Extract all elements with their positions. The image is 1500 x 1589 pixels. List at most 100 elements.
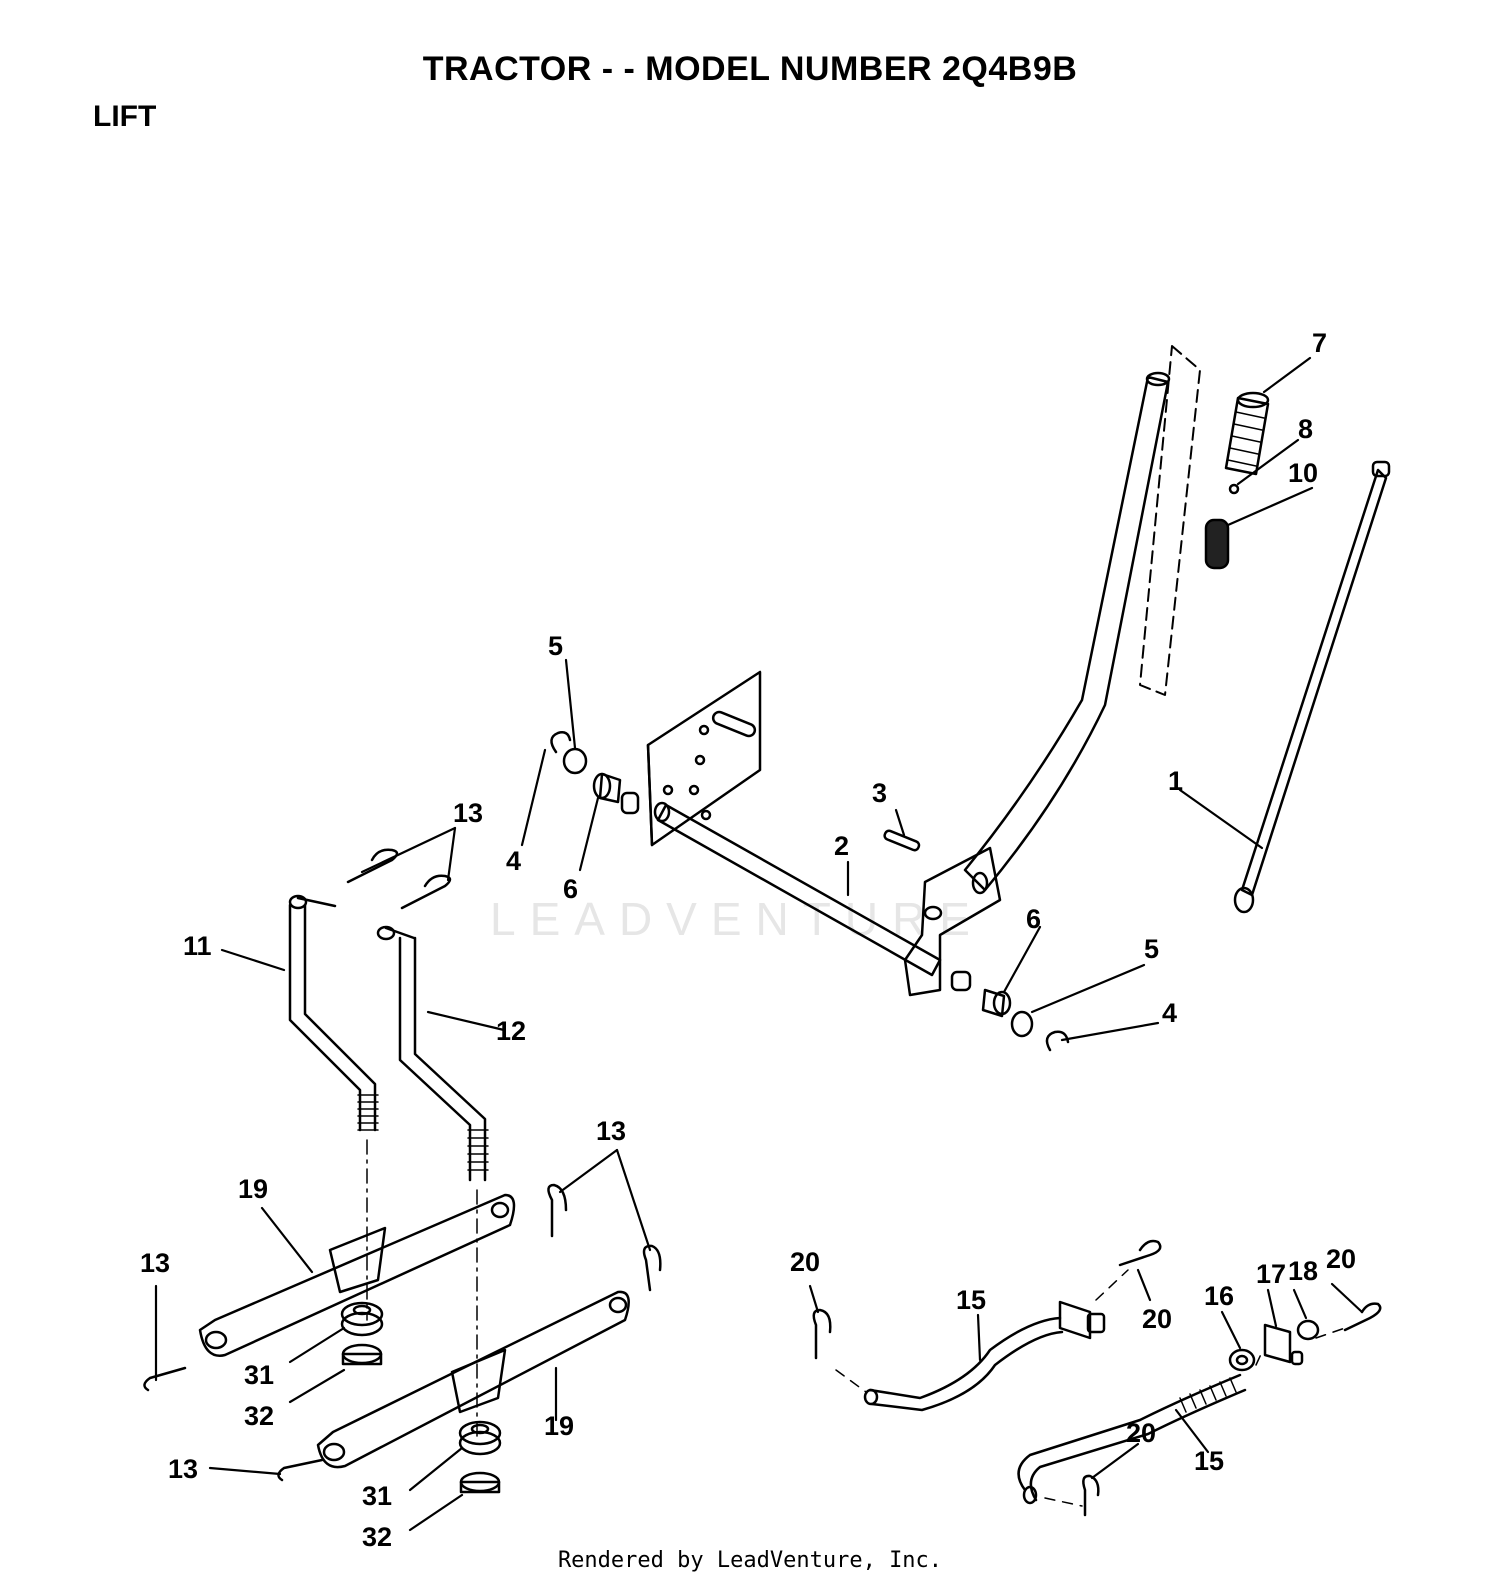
nut-32-right-top [459, 1471, 501, 1493]
callout-7: 7 [1312, 328, 1327, 358]
spring [1204, 518, 1230, 570]
washer-left [562, 747, 588, 775]
nut-18 [1296, 1319, 1320, 1341]
callout-15-lower: 15 [1194, 1446, 1224, 1476]
callout-13-top: 13 [453, 798, 483, 828]
callout-15-upper: 15 [956, 1285, 986, 1315]
part-8 [1228, 483, 1240, 495]
plate-hole [694, 754, 706, 766]
callout-1: 1 [1168, 766, 1183, 796]
arm-lower-hole [322, 1442, 346, 1462]
callout-20-left: 20 [790, 1247, 820, 1277]
arm-upper-hole [490, 1201, 510, 1219]
callout-4-right: 4 [1162, 998, 1177, 1028]
arm-lower-boss [450, 1348, 507, 1414]
nut-32-left [341, 1352, 383, 1366]
link-11-thread [357, 1094, 379, 1131]
leader-lines [154, 356, 1364, 1532]
rod-top [1371, 460, 1391, 478]
nut-16-hole [1235, 1354, 1249, 1366]
hairpin-13-f [277, 1458, 324, 1482]
callout-17: 17 [1256, 1259, 1286, 1289]
lift-arm-lower [316, 1290, 630, 1469]
plate-hole [688, 784, 700, 796]
callout-20-mid: 20 [1142, 1304, 1172, 1334]
callout-13-mid: 13 [596, 1116, 626, 1146]
diagram-title: TRACTOR - - MODEL NUMBER 2Q4B9B [422, 50, 1078, 88]
key [883, 829, 921, 852]
grip-top [1236, 391, 1270, 409]
bushing-31-left-hole [352, 1304, 372, 1316]
bushing-31-left [340, 1301, 384, 1327]
bushing-right-face [992, 990, 1012, 1016]
callout-32-left: 32 [244, 1401, 274, 1431]
callout-32-right: 32 [362, 1522, 392, 1552]
grip [1224, 396, 1270, 476]
trunnion-upper-nut [1086, 1312, 1106, 1334]
hairpin-13-d [642, 1244, 662, 1292]
plate-hole [662, 784, 674, 796]
callout-19-lower: 19 [544, 1411, 574, 1441]
handle-outline [1139, 345, 1201, 696]
callout-12: 12 [496, 1016, 526, 1046]
retaining-ring-right [1045, 1030, 1070, 1052]
bracket-hole [923, 905, 943, 921]
lever-bracket [903, 846, 1002, 997]
callout-2: 2 [834, 831, 849, 861]
callout-3: 3 [872, 778, 887, 808]
plate-edge [646, 743, 654, 847]
plate-slot [711, 710, 757, 738]
lift-link-11 [288, 903, 377, 1132]
lift-lever [963, 375, 1170, 892]
rod-lower-end [1022, 1485, 1038, 1505]
assembly-lines [835, 1269, 1346, 1507]
callout-18: 18 [1288, 1256, 1318, 1286]
link-12-thread [467, 1129, 489, 1171]
linkage-rod-upper [868, 1316, 1064, 1412]
hairpin-20-a [812, 1308, 832, 1360]
callout-20-right: 20 [1326, 1244, 1356, 1274]
plate-hole [700, 809, 712, 821]
nut-16 [1228, 1348, 1256, 1372]
callout-16: 16 [1204, 1281, 1234, 1311]
hairpin-20-d [1082, 1474, 1100, 1517]
rod-bottom [1233, 886, 1255, 914]
rod-lower-thread [1179, 1377, 1237, 1413]
cross-shaft [656, 803, 942, 977]
nut-32-right [459, 1480, 501, 1494]
callout-13-left: 13 [140, 1248, 170, 1278]
link-12-top-bend [384, 926, 416, 940]
rod-upper-end [863, 1388, 879, 1406]
link-11-top [288, 894, 308, 910]
trunnion-upper [1058, 1300, 1092, 1340]
callout-11: 11 [183, 931, 212, 961]
callout-6-left: 6 [563, 874, 578, 904]
callout-19-upper: 19 [238, 1174, 268, 1204]
lift-rod [1240, 468, 1388, 897]
callout-20-bottom: 20 [1126, 1418, 1156, 1448]
arm-upper-hole [204, 1330, 228, 1350]
plate-hole [698, 724, 710, 736]
nut-32-left-top [341, 1343, 383, 1365]
callout-31-right: 31 [362, 1481, 392, 1511]
trunnion-17-pin [1290, 1350, 1304, 1366]
callout-10: 10 [1288, 458, 1318, 488]
lift-link-12 [398, 936, 487, 1182]
shaft-collar [620, 791, 640, 815]
callout-5-left: 5 [548, 631, 563, 661]
callout-31-left: 31 [244, 1360, 274, 1390]
callout-6-right: 6 [1026, 904, 1041, 934]
hairpin-13-b [400, 874, 452, 910]
footer-credit: Rendered by LeadVenture, Inc. [557, 1548, 943, 1573]
lift-arm-upper [198, 1193, 516, 1357]
watermark-text: LEADVENTURE [490, 893, 984, 945]
callout-13-bottom: 13 [168, 1454, 198, 1484]
hairpin-20-b [1118, 1239, 1162, 1267]
section-label: LIFT [93, 100, 157, 133]
bushing-31-right-hole [470, 1423, 490, 1435]
arm-upper-boss [328, 1226, 387, 1294]
bushing-left [598, 772, 622, 804]
hairpin-13-c [547, 1183, 568, 1238]
retaining-ring-left [550, 731, 572, 754]
